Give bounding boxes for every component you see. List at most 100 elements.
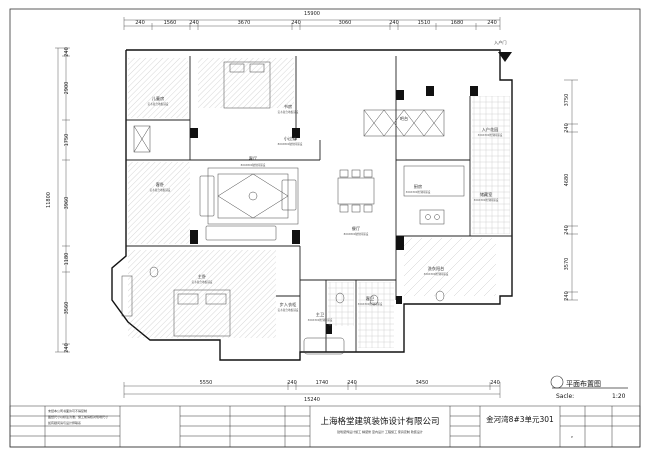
project-name: 金河湾8#3单元301 (486, 414, 554, 424)
entrance-label: 入户门 (494, 39, 507, 46)
bar-counter (363, 109, 445, 137)
top-dim-2: 1560 (164, 20, 177, 26)
room-name-storage: 储藏室 (480, 191, 493, 198)
kid-room-floor (128, 58, 188, 118)
top-dim-7: 240 (389, 20, 399, 26)
bottom-dim-4: 240 (347, 380, 357, 386)
left-dimension-chain (55, 47, 70, 353)
room-sub-master-bath: 300X300防滑砖铺设 (308, 318, 333, 322)
right-dim-3: 4680 (564, 174, 570, 187)
room-sub-dining: 800X800玻化砖铺设 (344, 232, 369, 236)
room-sub-study: 实木复合地板铺设 (278, 110, 299, 114)
entrance-arrow-icon (498, 52, 512, 62)
company-name: 上海格堂建筑装饰设计有限公司 (320, 416, 439, 427)
left-dim-6: 3560 (64, 302, 70, 315)
right-dim-4: 240 (564, 225, 570, 235)
structural-columns (190, 86, 478, 334)
bottom-dim-6: 240 (490, 380, 500, 386)
toilets (149, 266, 445, 306)
bottom-dim-5: 3450 (416, 380, 429, 386)
room-name-living: 客厅 (249, 155, 257, 162)
scale-value: 1:20 (612, 393, 626, 400)
right-dimension-chain (564, 79, 578, 301)
sofa-group (199, 175, 297, 241)
top-dim-1: 240 (135, 20, 145, 26)
bed-top (223, 61, 271, 109)
scale-label: Sacle: (556, 393, 574, 400)
wardrobe-cabinet (133, 125, 151, 153)
top-dim-9: 1680 (451, 20, 464, 26)
master-floor (128, 250, 276, 338)
left-dim-3: 1750 (64, 134, 70, 147)
top-total-dimension: 15900 (304, 11, 320, 17)
room-name-master: 主卧 (198, 273, 206, 280)
top-dim-10: 240 (487, 20, 497, 26)
left-dim-7: 240 (64, 343, 70, 353)
room-sub-kitchen: 300X300防滑砖铺设 (406, 190, 431, 194)
bay-window-seat (121, 275, 133, 317)
top-dimension-chain (123, 17, 501, 30)
left-dim-2: 2900 (64, 82, 70, 95)
room-sub-kid-room: 实木复合地板铺设 (148, 102, 169, 106)
note-line-1: 未经本公司书面许可不得复制 (48, 408, 87, 413)
laundry-floor (404, 238, 496, 296)
bottom-dim-1: 5550 (200, 380, 213, 386)
left-dim-5: 1180 (64, 253, 70, 266)
bottom-dimension-chain (123, 382, 501, 398)
left-total-dimension: 11800 (46, 192, 52, 208)
room-sub-bath: 300X300防滑砖铺设 (358, 302, 383, 306)
company-tagline: 建筑装饰设计施工 精装修 室内设计 工程施工 家具定制 软装设计 (337, 429, 423, 434)
right-dim-6: 240 (564, 291, 570, 301)
bottom-dim-2: 240 (287, 380, 297, 386)
room-name-dining: 餐厅 (352, 225, 360, 232)
master-bath-floor (328, 282, 354, 326)
dining-table (337, 169, 375, 213)
master-bed (173, 289, 231, 337)
sheet-number: P (571, 435, 573, 439)
top-dim-8: 1510 (418, 20, 431, 26)
study-floor (198, 58, 294, 108)
note-line-3: 如有疑问请与设计师联系 (48, 420, 81, 425)
room-sub-living: 800X800玻化砖铺设 (241, 163, 266, 167)
room-name-kitchen: 厨房 (414, 183, 422, 190)
bottom-total-dimension: 15240 (304, 397, 320, 403)
bathtub (303, 337, 345, 355)
right-dim-2: 240 (564, 123, 570, 133)
room-sub-laundry: 300X300防滑砖铺设 (424, 272, 449, 276)
title-block-frame (9, 405, 641, 448)
top-dim-5: 240 (291, 20, 301, 26)
living-room-rug (207, 167, 299, 225)
room-sub-storage: 300X300防滑砖铺设 (474, 198, 499, 202)
kitchen-counter (403, 165, 465, 225)
room-name-laundry: 洗衣阳台 (428, 265, 445, 272)
room-sub-master: 实木复合地板铺设 (192, 280, 213, 284)
top-dim-6: 3060 (339, 20, 352, 26)
interior-walls (126, 56, 512, 352)
right-dim-5: 3570 (564, 258, 570, 271)
room-name-foyer: 入户花园 (482, 126, 499, 133)
top-dim-3: 240 (189, 20, 199, 26)
bottom-dim-3: 1740 (316, 380, 329, 386)
left-dim-4: 3960 (64, 197, 70, 210)
right-dim-1: 3750 (564, 94, 570, 107)
room-name-study: 书房 (284, 103, 292, 110)
room-sub-guest-room: 实木复合地板铺设 (150, 188, 171, 192)
top-dim-4: 3670 (238, 20, 251, 26)
bath-floor (358, 282, 394, 348)
room-name-kid-room: 儿童房 (152, 95, 165, 102)
room-sub-wardrobe: 实木复合地板铺设 (278, 308, 299, 312)
room-name-aisle: 小过道 (284, 135, 297, 142)
note-line-2: 图纸尺寸以标注为准，施工前请核对现场尺寸 (48, 414, 108, 419)
room-name-bath: 客卫 (366, 295, 374, 302)
guest-room-floor (128, 162, 190, 244)
room-name-guest-room: 客卧 (156, 181, 164, 188)
room-name-bar: 吧台 (400, 115, 408, 122)
left-dim-1: 240 (64, 47, 70, 57)
drawing-title-block: 平面布置图 Sacle: 1:20 (550, 375, 628, 400)
foyer-floor (472, 96, 510, 234)
room-sub-aisle: 800X800玻化砖铺设 (278, 142, 303, 146)
room-name-master-bath: 主卫 (316, 311, 324, 317)
room-name-wardrobe: 步入衣柜 (280, 301, 297, 308)
